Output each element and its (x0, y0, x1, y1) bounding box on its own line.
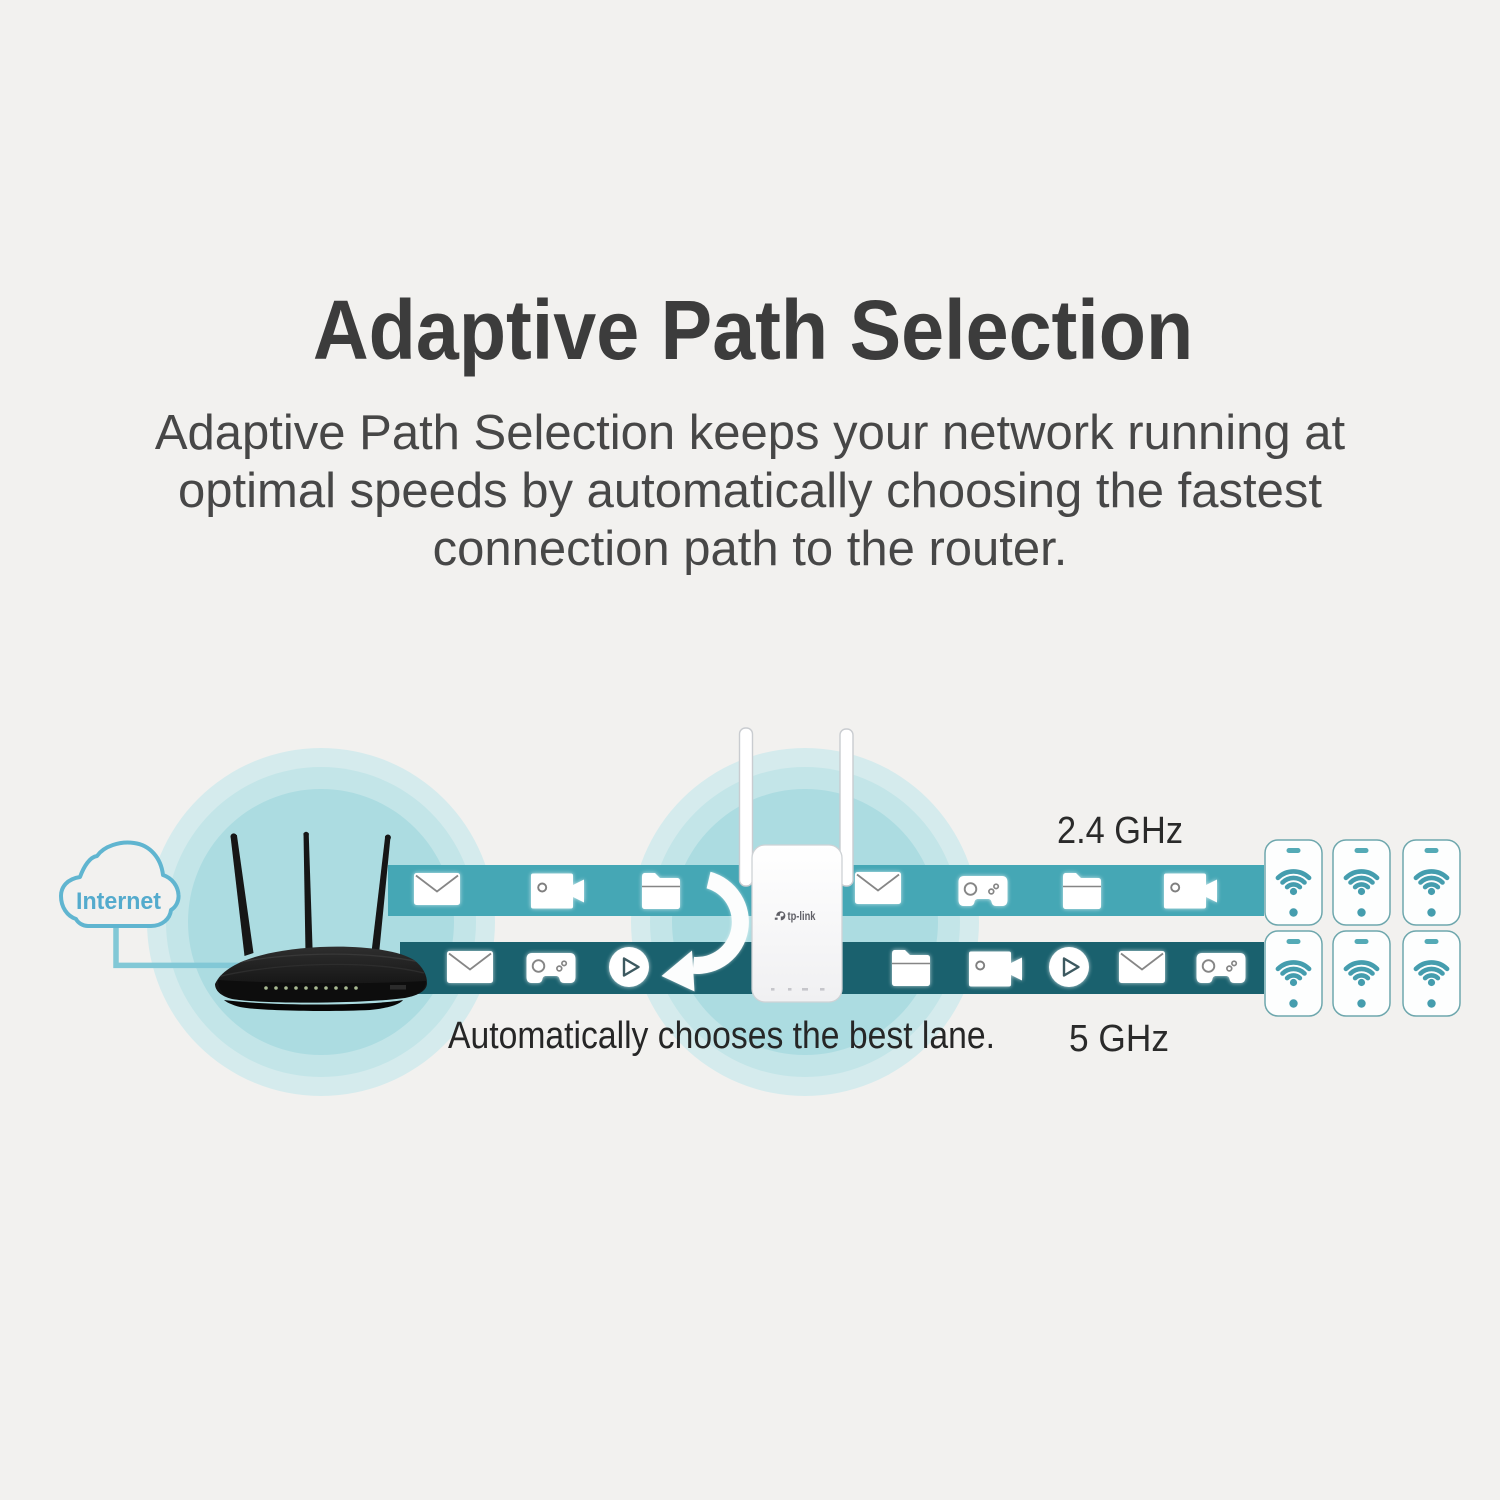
svg-text:Automatically chooses the best: Automatically chooses the best lane. (448, 1015, 995, 1057)
svg-text:5 GHz: 5 GHz (1069, 1018, 1169, 1060)
svg-text:Internet: Internet (76, 888, 161, 915)
svg-text:2.4 GHz: 2.4 GHz (1057, 810, 1183, 852)
svg-text:tp-link: tp-link (788, 911, 816, 923)
